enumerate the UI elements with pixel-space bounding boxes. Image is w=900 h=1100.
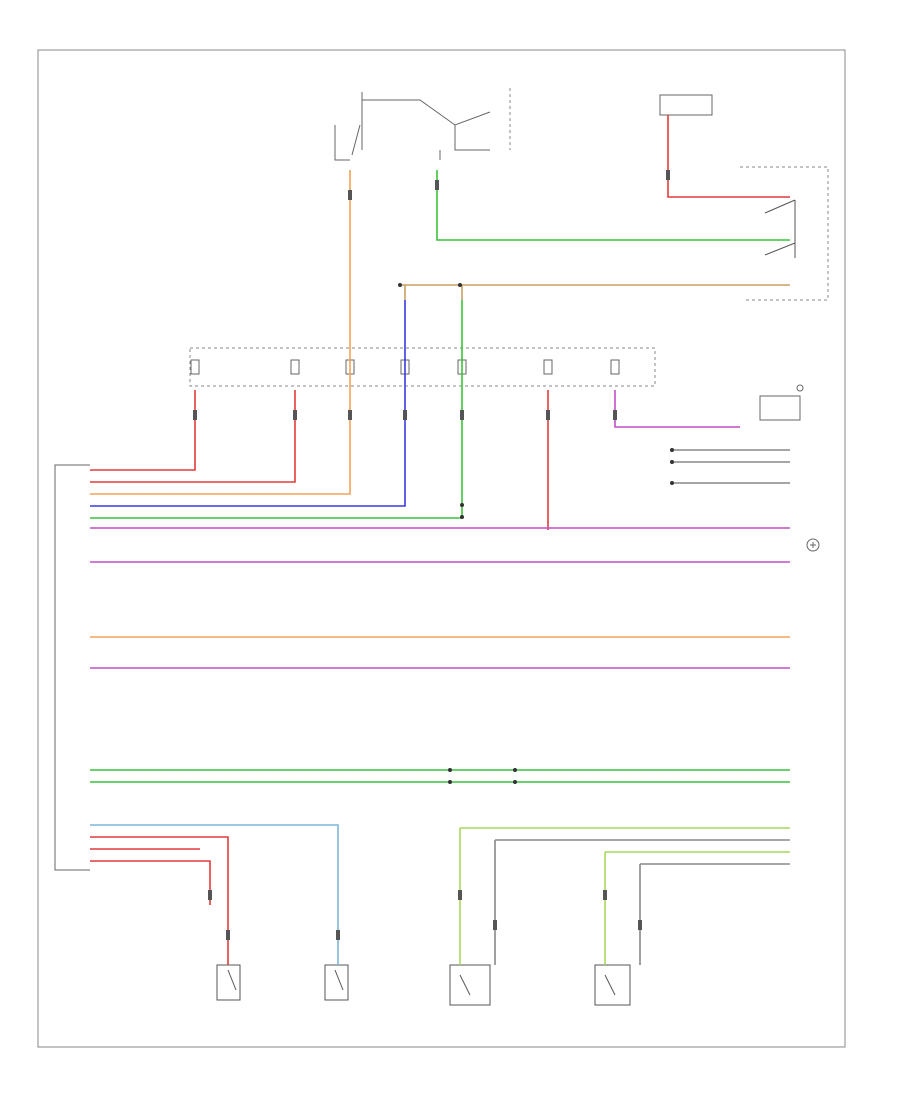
wire-red bbox=[90, 860, 211, 905]
connector-mark bbox=[458, 890, 462, 900]
wire-green bbox=[436, 170, 790, 241]
relay-block-top-right bbox=[659, 94, 713, 116]
diagram-frame bbox=[37, 49, 846, 1048]
wire-red bbox=[667, 115, 790, 198]
fuse-mark bbox=[190, 359, 200, 375]
wire-frame bbox=[639, 863, 790, 965]
wire-green bbox=[90, 300, 463, 519]
fuse-box bbox=[189, 347, 656, 387]
wire-frame bbox=[494, 839, 790, 965]
connector-mark bbox=[208, 890, 212, 900]
fuse-mark bbox=[290, 359, 300, 375]
wire-blue bbox=[90, 300, 406, 507]
control-module-outline bbox=[54, 464, 90, 871]
connector-mark bbox=[546, 410, 550, 420]
wire-red bbox=[90, 390, 296, 483]
wire-frame bbox=[672, 449, 790, 484]
connector-mark bbox=[493, 920, 497, 930]
connector-mark bbox=[435, 180, 439, 190]
wire-red bbox=[90, 390, 196, 471]
connector-mark bbox=[293, 410, 297, 420]
wire-orange bbox=[90, 170, 351, 495]
connector-mark bbox=[348, 410, 352, 420]
ground-icon bbox=[806, 538, 820, 552]
brake-switch-block bbox=[334, 124, 361, 161]
connector-mark bbox=[193, 410, 197, 420]
wire-red bbox=[90, 836, 229, 965]
lever-switch-block bbox=[740, 166, 829, 421]
wire-group bbox=[90, 115, 790, 965]
wire-lightblue bbox=[90, 824, 339, 965]
fuse-mark bbox=[543, 359, 553, 375]
connector-mark bbox=[403, 410, 407, 420]
connector-mark bbox=[460, 410, 464, 420]
connector-mark bbox=[336, 930, 340, 940]
wire-violet bbox=[614, 390, 740, 428]
connector-mark bbox=[613, 410, 617, 420]
connector-mark bbox=[226, 930, 230, 940]
connector-marks bbox=[193, 170, 670, 940]
connector-mark bbox=[638, 920, 642, 930]
connector-mark bbox=[348, 190, 352, 200]
fuse-mark bbox=[610, 359, 620, 375]
switch-icon bbox=[216, 964, 631, 1006]
wire-yellowgreen bbox=[604, 851, 790, 965]
connector-mark bbox=[603, 890, 607, 900]
connector-mark bbox=[666, 170, 670, 180]
connector-icon bbox=[398, 283, 674, 784]
ignition-switch-block bbox=[361, 88, 511, 160]
